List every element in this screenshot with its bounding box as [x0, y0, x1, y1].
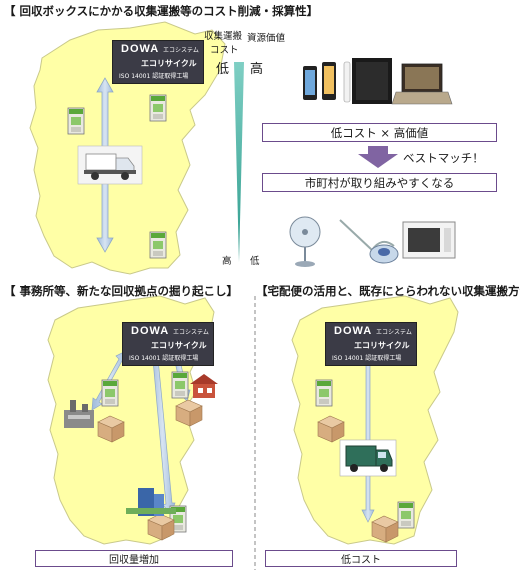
laptop-icon	[391, 63, 453, 105]
bottom-left-caption: 回収量増加	[35, 550, 233, 567]
office-building-icon	[126, 488, 176, 516]
scale-wedge	[234, 62, 244, 262]
delivery-van-icon	[339, 439, 397, 477]
cost-label-line2: コスト	[210, 45, 239, 56]
factory-brand: DOWA	[121, 43, 160, 55]
house-icon	[190, 374, 218, 398]
recycle-box-icon	[171, 371, 189, 399]
factory-sign: DOWA エコシステム エコリサイクル ISO 14001 認証取得工場	[325, 322, 417, 366]
value-high-label: 高	[250, 62, 264, 77]
factory-sign: DOWA エコシステム エコリサイクル ISO 14001 認証取得工場	[122, 322, 214, 366]
recycle-box-icon	[67, 107, 85, 135]
recycle-box-icon	[315, 379, 333, 407]
factory-brand-sub: エコシステム	[376, 329, 412, 336]
recycle-box-icon	[101, 379, 119, 407]
electric-fan-icon	[289, 216, 321, 267]
microwave-icon	[402, 221, 456, 259]
recycle-box-icon	[397, 501, 415, 529]
top-section-title: 【 回収ボックスにかかる収集運搬等のコスト削減・採算性】	[4, 4, 319, 18]
factory-brand-sub: エコシステム	[173, 329, 209, 336]
factory-iso: ISO 14001 認証取得工場	[129, 355, 199, 362]
factory-brand: DOWA	[334, 325, 373, 337]
vacuum-cleaner-icon	[339, 219, 399, 264]
cost-label-line1: 収集運搬	[204, 31, 243, 42]
municipality-box: 市町村が取り組みやすくなる	[262, 173, 497, 192]
bottom-left-title: 【 事務所等、新たな回収拠点の掘り起こし】	[4, 284, 239, 298]
recycle-box-icon	[149, 94, 167, 122]
bottom-right-title: 【宅配便の活用と、既存にとらわれない収集運搬方法】	[256, 284, 520, 298]
purple-down-arrow	[358, 146, 398, 168]
factory-building-icon	[64, 400, 94, 428]
factory-brand: DOWA	[131, 325, 170, 337]
factory-brand-sub: エコシステム	[163, 47, 199, 54]
factory-name: エコリサイクル	[141, 59, 197, 68]
low-cost-high-value-box: 低コスト × 高価値	[262, 123, 497, 142]
factory-iso: ISO 14001 認証取得工場	[332, 355, 402, 362]
factory-sign: DOWA エコシステム エコリサイクル ISO 14001 認証取得工場	[112, 40, 204, 84]
cost-high-label: 高	[222, 256, 232, 267]
value-low-label: 低	[250, 256, 260, 267]
cost-low-label: 低	[216, 62, 230, 77]
factory-name: エコリサイクル	[151, 341, 207, 350]
truck-icon	[77, 145, 143, 185]
bottom-right-caption: 低コスト	[265, 550, 457, 567]
recycle-box-icon	[149, 231, 167, 259]
factory-name: エコリサイクル	[354, 341, 410, 350]
game-console-icon	[343, 58, 392, 104]
best-match-label: ベストマッチ！	[403, 151, 484, 165]
value-label: 資源価値	[247, 33, 286, 44]
factory-iso: ISO 14001 認証取得工場	[119, 73, 189, 80]
smartphone-icon	[303, 62, 336, 100]
